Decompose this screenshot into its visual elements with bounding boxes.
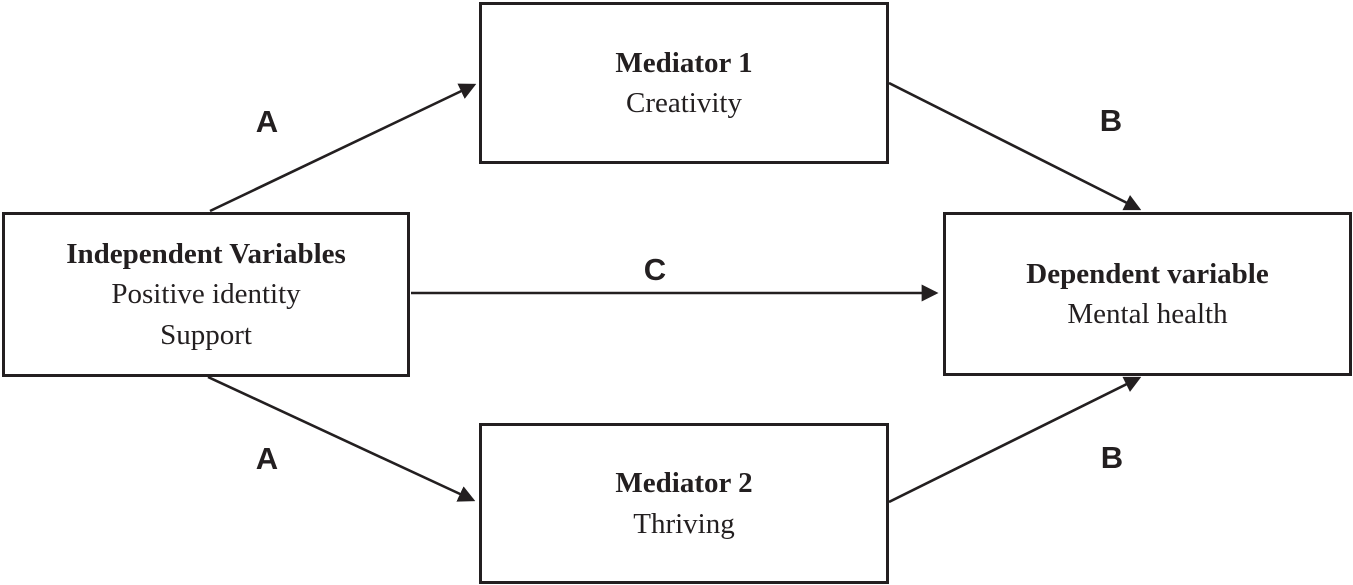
node-title: Mediator 2 [615,467,753,500]
path-label-b-top: B [1099,103,1123,138]
node-dependent-variable: Dependent variable Mental health [943,212,1352,376]
node-title: Independent Variables [66,238,346,271]
node-subtitle: Support [160,318,252,351]
path-label-c: C [643,252,667,287]
node-title: Dependent variable [1026,257,1269,290]
node-title: Mediator 1 [615,46,753,79]
node-subtitle: Creativity [626,87,742,119]
path-label-b-bottom: B [1100,440,1124,475]
node-mediator-2: Mediator 2 Thriving [479,423,889,584]
path-label-a-top: A [255,104,279,139]
node-subtitle: Thriving [633,507,735,540]
arrow-mediator1-to-dv [888,81,1142,211]
node-independent-variables: Independent Variables Positive identity … [2,212,410,377]
arrow-iv-to-mediator2 [207,375,476,502]
node-mediator-1: Mediator 1 Creativity [479,2,889,164]
path-label-a-bottom: A [255,441,279,476]
node-subtitle: Positive identity [111,278,301,311]
node-subtitle: Mental health [1067,298,1228,330]
arrow-iv-to-mediator1 [209,83,477,213]
